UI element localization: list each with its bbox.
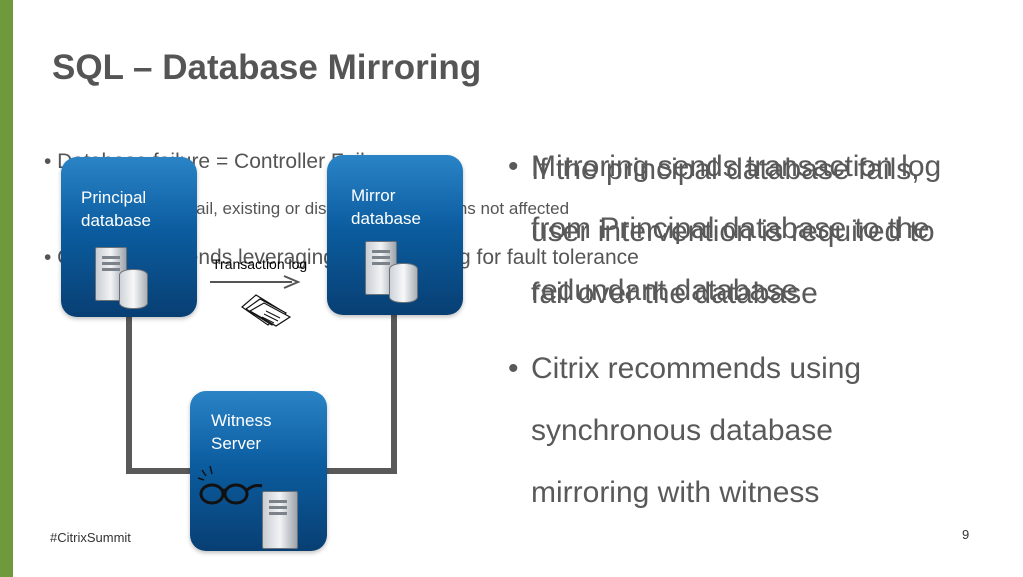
witness-label-line2: Server — [211, 434, 262, 453]
database-cylinder-icon — [119, 269, 148, 309]
witness-label-line1: Witness — [211, 411, 272, 430]
witness-server-box: Witness Server — [190, 391, 327, 551]
right-overlay-a-line1: Mirroring sends transaction log — [531, 150, 942, 183]
right-overlay-b-line2: user intervention is required to — [531, 215, 935, 248]
mirror-database-box: Mirror database — [327, 155, 463, 315]
principal-label-line1: Principal — [81, 188, 147, 207]
document-stack-icon — [241, 294, 292, 327]
right-bullet2-line1: Citrix recommends using — [531, 352, 862, 385]
mirror-label: Mirror database — [351, 184, 421, 230]
mirror-label-line2: database — [351, 209, 421, 228]
right-overlay-a-line2: from Principal database to the — [531, 212, 930, 245]
right-bullet2-line3: mirroring with witness — [531, 476, 820, 509]
footer-hashtag: #CitrixSummit — [50, 530, 131, 545]
mirror-label-line1: Mirror — [351, 186, 396, 205]
glasses-icon — [197, 465, 263, 505]
connector-principal-witness — [126, 468, 192, 474]
connector-principal-down — [126, 316, 132, 474]
principal-database-box: Principal database — [61, 157, 197, 317]
right-overlay-b-line1: If the principal database fails, — [531, 153, 920, 186]
right-bullet2-line2: synchronous database — [531, 414, 833, 447]
accent-bar — [0, 0, 13, 577]
witness-label: Witness Server — [211, 409, 271, 455]
bullet-marker: • — [508, 150, 519, 183]
right-overlay-a-line3: redundant database — [531, 274, 798, 307]
transaction-log-label: Transaction log — [212, 256, 308, 272]
right-overlay-b-line3: fail over the database — [531, 277, 818, 310]
database-cylinder-icon — [389, 263, 418, 303]
connector-witness-mirror — [326, 468, 397, 474]
arrow-right-icon — [210, 275, 301, 289]
bullet-marker: • — [508, 352, 519, 385]
principal-label: Principal database — [81, 186, 151, 232]
principal-label-line2: database — [81, 211, 151, 230]
connector-mirror-down — [391, 314, 397, 474]
page-number: 9 — [962, 527, 970, 542]
slide-title: SQL – Database Mirroring — [52, 48, 482, 87]
